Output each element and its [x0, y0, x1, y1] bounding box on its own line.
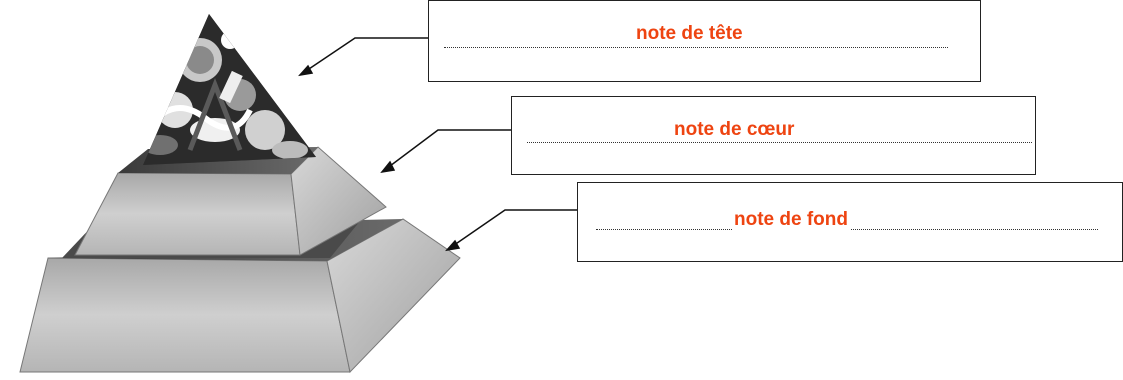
note-box-fond [577, 182, 1123, 262]
arrow-note-de-coeur [380, 129, 511, 174]
pyramid-top-tier-collage [143, 14, 316, 165]
dotted-line-tete [444, 47, 948, 48]
label-note-de-fond: note de fond [732, 209, 850, 231]
label-note-de-tete: note de tête [634, 23, 745, 45]
arrow-note-de-tete [298, 37, 428, 77]
label-note-de-coeur: note de cœur [672, 119, 797, 141]
dotted-line-coeur [527, 142, 1032, 143]
arrow-note-de-fond [445, 209, 577, 252]
